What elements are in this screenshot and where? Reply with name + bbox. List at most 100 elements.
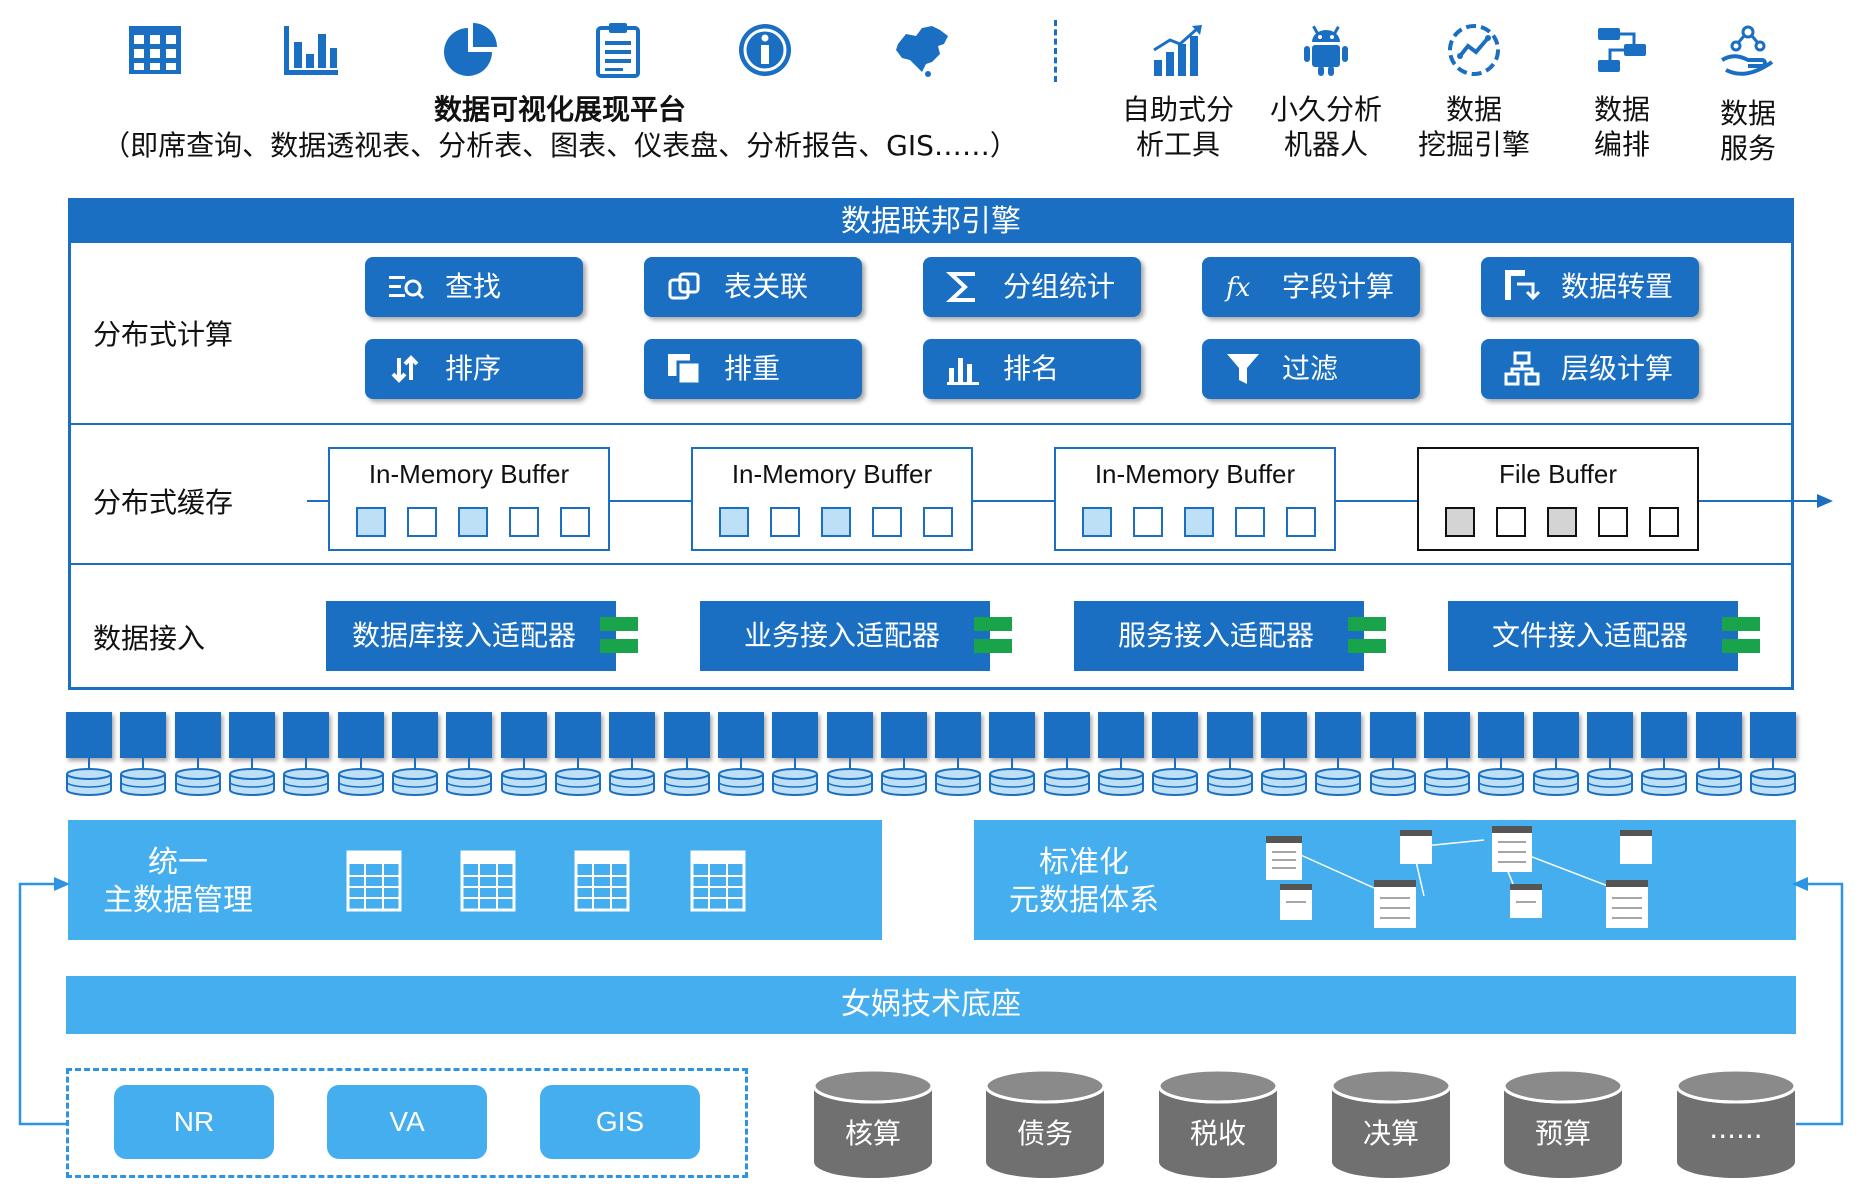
svg-text:fx: fx [1224,273,1251,303]
sort-icon [387,350,425,388]
mining-engine-icon [1444,20,1504,80]
nuwa-tech-foundation: 女娲技术底座 [66,976,1796,1034]
plug-connector-icon [974,617,1012,631]
business-adapter: 业务接入适配器 [700,601,1012,671]
source-pill-va: VA [327,1085,487,1159]
buffer-cell [1649,507,1679,537]
service-adapter: 服务接入适配器 [1074,601,1386,671]
bar-chart-icon [280,20,340,80]
row-divider [71,563,1791,565]
buffer-cell [1286,507,1316,537]
source-database-icon: ...... [1675,1068,1797,1180]
android-robot-icon [1296,20,1356,80]
visualization-platform-subtitle: （即席查询、数据透视表、分析表、图表、仪表盘、分析报告、GIS……） [102,129,1018,162]
filter-icon [1224,350,1262,388]
file-buffer: File Buffer [1417,447,1699,551]
in-memory-buffer: In-Memory Buffer [328,447,610,551]
op-sort-button[interactable]: 排序 [365,339,583,399]
metadata-network-icon [1266,826,1652,928]
plug-connector-icon [600,617,638,631]
table-grid-icon [460,850,516,912]
buffer-cell [509,507,539,537]
ranking-icon [945,350,983,388]
buffer-cell [1235,507,1265,537]
dedupe-icon [666,350,704,388]
source-database-icon: 债务 [984,1068,1106,1180]
clipboard-icon [588,20,648,80]
op-dedupe-button[interactable]: 排重 [644,339,862,399]
buffer-cell [1496,507,1526,537]
buffer-cell [1547,507,1577,537]
left-feedback-arrow [18,877,70,1126]
sigma-icon [945,268,983,306]
search-list-icon [387,268,425,306]
transpose-icon [1503,268,1541,306]
plug-connector-icon [1348,617,1386,631]
china-map-icon [892,20,952,80]
plug-connector-icon [600,639,638,653]
tool-label-analysis-robot: 小久分析机器人 [1269,93,1382,161]
tool-label-self-service: 自助式分析工具 [1121,93,1234,161]
buffer-cell [1133,507,1163,537]
plug-connector-icon [1722,617,1760,631]
hierarchy-icon [1503,350,1541,388]
data-federation-engine: 数据联邦引擎 分布式计算 分布式缓存 数据接入 查找 表关联 分组统计 fx 字… [68,198,1833,690]
plug-connector-icon [974,639,1012,653]
buffer-cell [1082,507,1112,537]
op-search-button[interactable]: 查找 [365,257,583,317]
file-adapter: 文件接入适配器 [1448,601,1760,671]
divider-dashed [1054,20,1057,82]
source-database-icon: 决算 [1330,1068,1452,1180]
distributed-cache-label: 分布式缓存 [93,486,234,519]
op-table-join-button[interactable]: 表关联 [644,257,862,317]
database-adapter: 数据库接入适配器 [326,601,638,671]
buffer-cell [1445,507,1475,537]
tool-label-data-service: 数据服务 [1719,97,1776,165]
buffer-cell [458,507,488,537]
table-icon [125,20,185,80]
in-memory-buffer: In-Memory Buffer [691,447,973,551]
op-transpose-button[interactable]: 数据转置 [1481,257,1699,317]
hand-service-icon [1718,20,1778,80]
external-sources-group [66,1068,748,1178]
buffer-cell [923,507,953,537]
engine-title: 数据联邦引擎 [71,201,1791,243]
buffer-cell [560,507,590,537]
op-field-calc-button[interactable]: fx 字段计算 [1202,257,1420,317]
buffer-cell [1184,507,1214,537]
op-group-stats-button[interactable]: 分组统计 [923,257,1141,317]
source-database-icon: 预算 [1502,1068,1624,1180]
row-divider [71,423,1791,425]
metadata-title: 标准化元数据体系 [1009,845,1159,918]
buffer-cell [356,507,386,537]
plug-connector-icon [1722,639,1760,653]
op-filter-button[interactable]: 过滤 [1202,339,1420,399]
tool-label-data-orchestration: 数据编排 [1593,93,1650,161]
buffer-cell [407,507,437,537]
plug-connector-icon [1348,639,1386,653]
in-memory-buffer: In-Memory Buffer [1054,447,1336,551]
source-database-icon: 核算 [812,1068,934,1180]
pie-chart-icon [440,20,500,80]
master-data-title: 统一主数据管理 [103,845,253,918]
op-rank-button[interactable]: 排名 [923,339,1141,399]
table-grid-icon [346,850,402,912]
table-join-icon [666,268,704,306]
source-pill-gis: GIS [540,1085,700,1159]
op-hierarchy-calc-button[interactable]: 层级计算 [1481,339,1699,399]
info-icon [735,20,795,80]
growth-chart-icon [1148,20,1208,80]
visualization-platform-title: 数据可视化展现平台 [433,93,686,126]
buffer-cell [821,507,851,537]
source-database-icon: 税收 [1157,1068,1279,1180]
data-ingest-label: 数据接入 [93,622,206,655]
buffer-cell [872,507,902,537]
buffer-cell [719,507,749,537]
flow-arrange-icon [1592,20,1652,80]
right-feedback-arrow [1792,877,1844,1126]
source-pill-nr: NR [114,1085,274,1159]
buffer-cell [1598,507,1628,537]
distributed-compute-label: 分布式计算 [93,318,234,351]
master-data-panel: 统一主数据管理 [68,820,882,940]
tool-label-mining-engine: 数据挖掘引擎 [1417,93,1530,161]
